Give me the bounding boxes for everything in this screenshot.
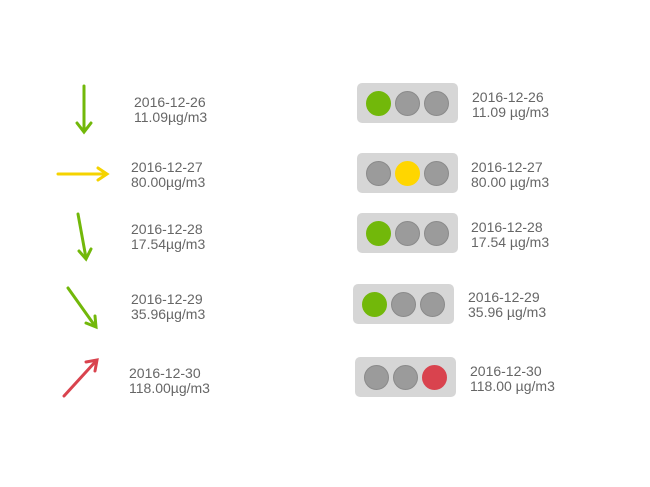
light-red [424,161,449,186]
value: 11.09 µg/m3 [472,104,550,120]
light-red [424,221,449,246]
light-yellow [391,292,416,317]
date: 2016-12-29 [468,289,540,305]
light-green [362,292,387,317]
date: 2016-12-29 [131,291,203,307]
value: 35.96µg/m3 [131,306,206,322]
traffic-light [357,83,458,123]
date: 2016-12-26 [134,94,206,110]
light-green [364,365,389,390]
light-yellow [395,161,420,186]
light-yellow [395,221,420,246]
value: 118.00 µg/m3 [470,378,555,394]
light-red [424,91,449,116]
arrow-down-icon [75,84,93,135]
arrow-down-icon [76,212,93,262]
value: 80.00µg/m3 [131,174,206,190]
light-yellow [395,91,420,116]
light-green [366,161,391,186]
value: 80.00 µg/m3 [471,174,550,190]
light-green [366,221,391,246]
light-green [366,91,391,116]
value: 17.54µg/m3 [131,236,206,252]
date: 2016-12-26 [472,89,544,105]
value: 35.96 µg/m3 [468,304,547,320]
light-yellow [393,365,418,390]
traffic-light [357,213,458,253]
value: 17.54 µg/m3 [471,234,550,250]
arrow-right-icon [56,166,110,182]
arrow-up-right-icon [62,358,99,398]
arrow-down-right-icon [66,286,98,330]
light-red [420,292,445,317]
date: 2016-12-27 [471,159,543,175]
date: 2016-12-27 [131,159,203,175]
date: 2016-12-28 [471,219,543,235]
date: 2016-12-30 [470,363,542,379]
date: 2016-12-28 [131,221,203,237]
traffic-light [353,284,454,324]
light-red [422,365,447,390]
date: 2016-12-30 [129,365,201,381]
traffic-light [357,153,458,193]
value: 11.09µg/m3 [134,109,208,125]
traffic-light [355,357,456,397]
value: 118.00µg/m3 [129,380,210,396]
